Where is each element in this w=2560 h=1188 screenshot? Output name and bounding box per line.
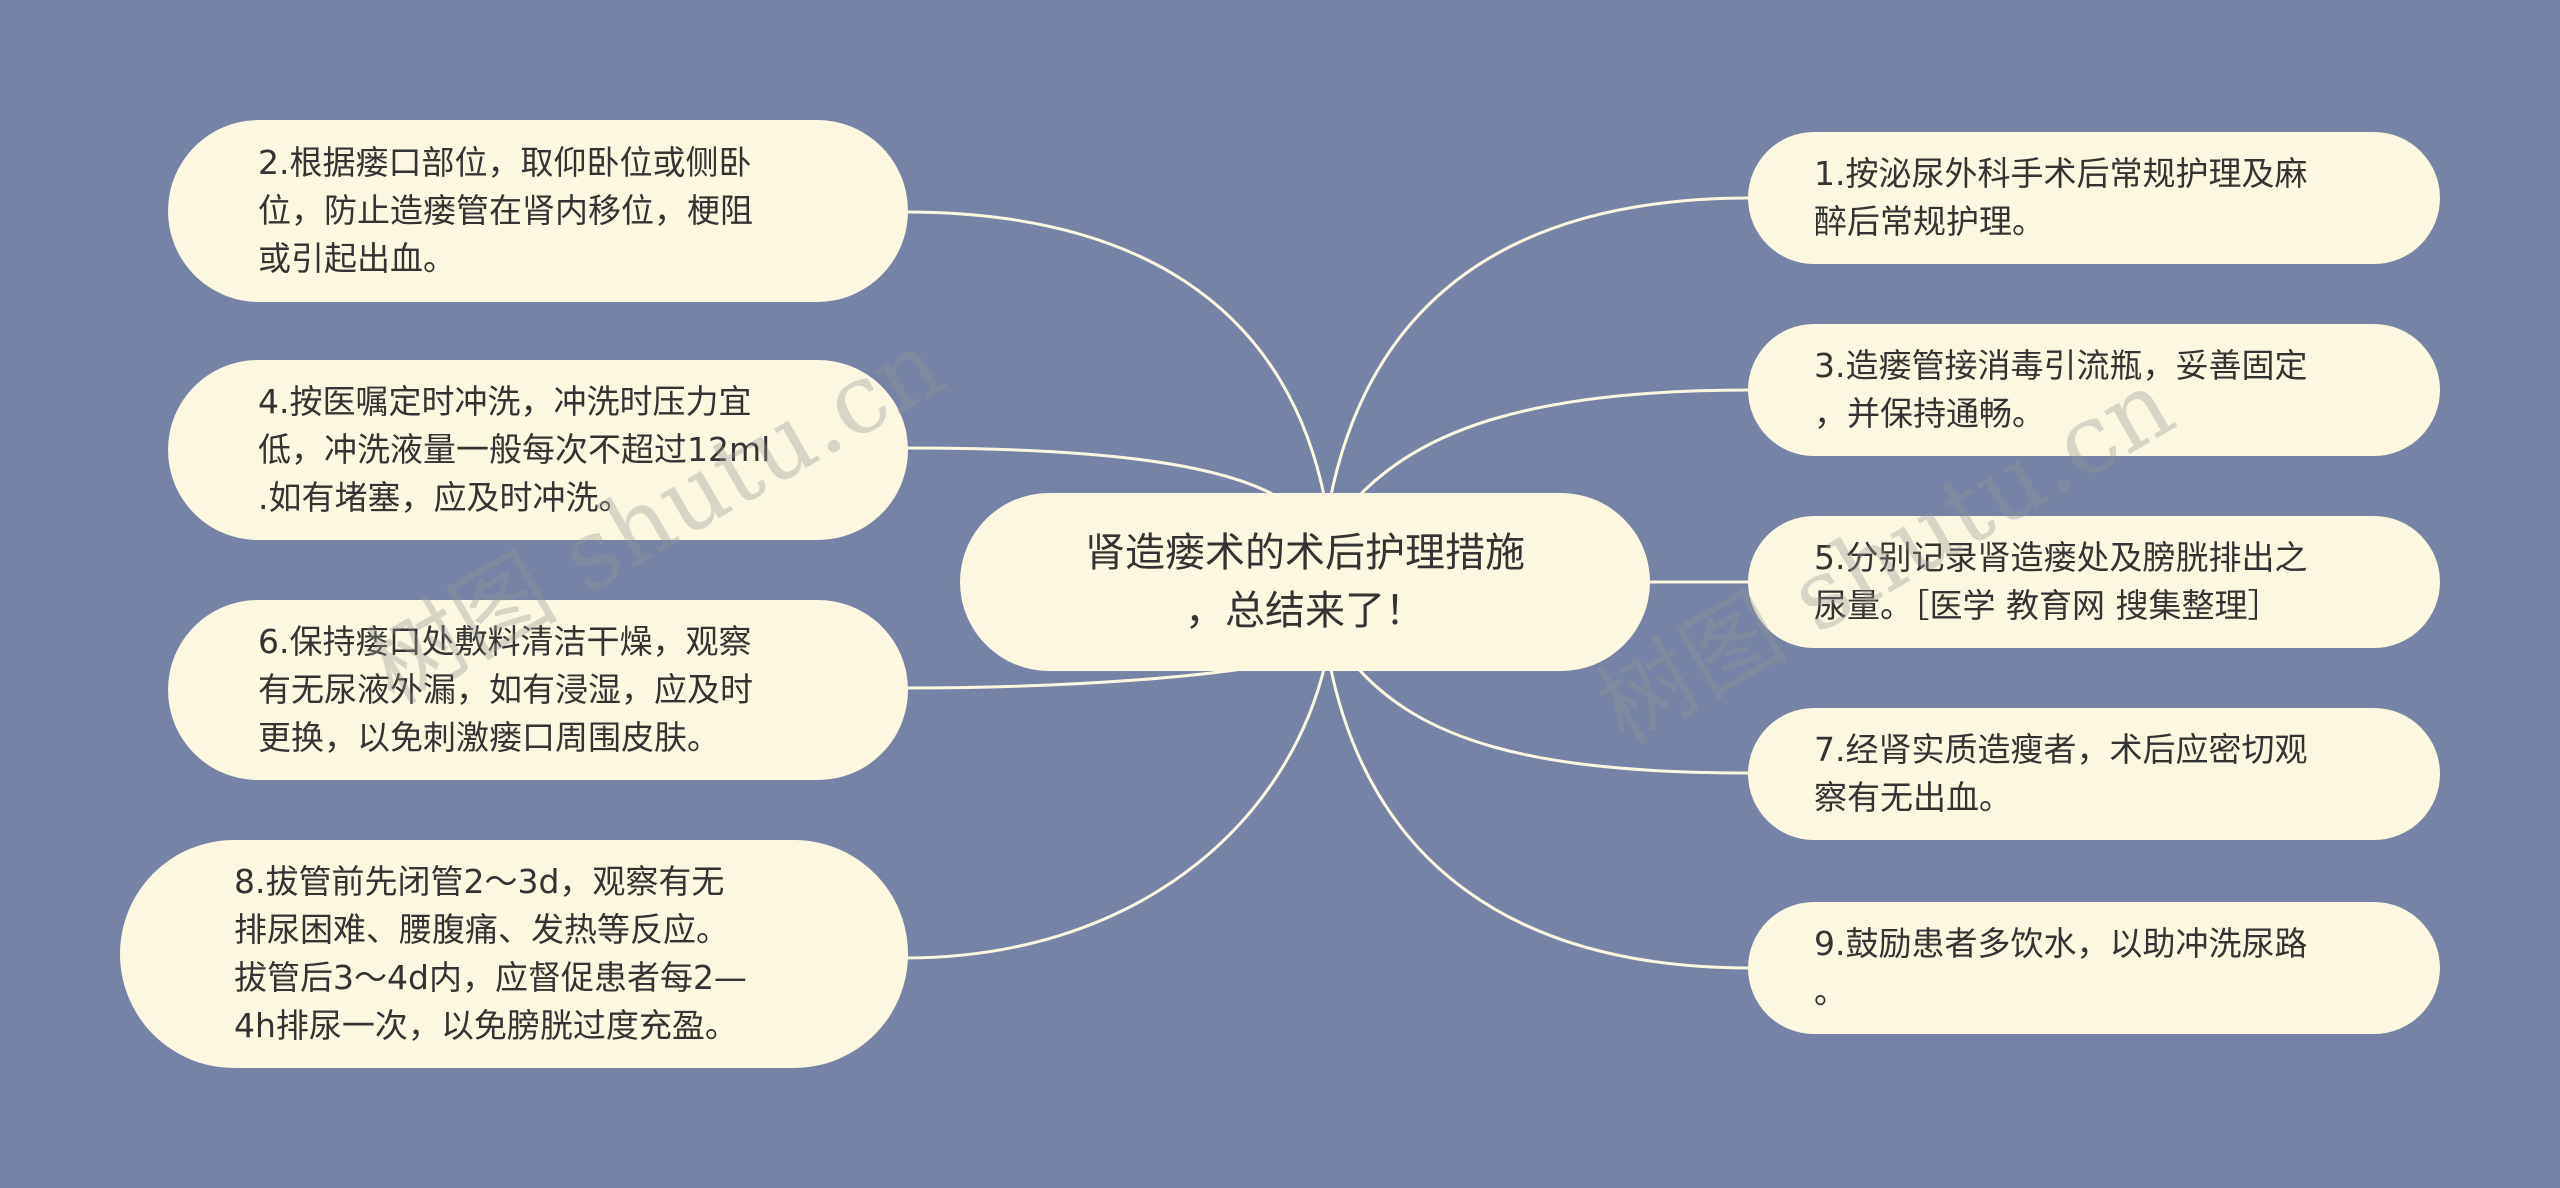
- right-node-1-text: 1.按泌尿外科手术后常规护理及麻 醉后常规护理。: [1814, 154, 2308, 241]
- left-node-3-text: 6.保持瘘口处敷料清洁干燥，观察 有无尿液外漏，如有浸湿，应及时 更换，以免刺激…: [258, 622, 753, 757]
- left-node-2-text: 4.按医嘱定时冲洗，冲洗时压力宜 低，冲洗液量一般每次不超过12ml .如有堵塞…: [258, 382, 771, 517]
- left-node-4-text: 8.拔管前先闭管2～3d，观察有无 排尿困难、腰腹痛、发热等反应。 拔管后3～4…: [234, 862, 747, 1045]
- right-node-4-text: 7.经肾实质造瘦者，术后应密切观 察有无出血。: [1814, 730, 2308, 817]
- left-node-1-text: 2.根据瘘口部位，取仰卧位或侧卧 位，防止造瘘管在肾内移位，梗阻 或引起出血。: [258, 143, 753, 278]
- center-topic[interactable]: 肾造瘘术的术后护理措施 ，总结来了！: [960, 493, 1650, 671]
- right-node-5[interactable]: 9.鼓励患者多饮水，以助冲洗尿路 。: [1748, 902, 2440, 1034]
- left-node-4[interactable]: 8.拔管前先闭管2～3d，观察有无 排尿困难、腰腹痛、发热等反应。 拔管后3～4…: [120, 840, 908, 1068]
- right-node-2[interactable]: 3.造瘘管接消毒引流瓶，妥善固定 ，并保持通畅。: [1748, 324, 2440, 456]
- link-right-5: [1328, 664, 1751, 970]
- link-right-2: [1353, 388, 1751, 502]
- left-node-2[interactable]: 4.按医嘱定时冲洗，冲洗时压力宜 低，冲洗液量一般每次不超过12ml .如有堵塞…: [168, 360, 908, 540]
- left-node-1[interactable]: 2.根据瘘口部位，取仰卧位或侧卧 位，防止造瘘管在肾内移位，梗阻 或引起出血。: [168, 120, 908, 302]
- left-node-3[interactable]: 6.保持瘘口处敷料清洁干燥，观察 有无尿液外漏，如有浸湿，应及时 更换，以免刺激…: [168, 600, 908, 780]
- right-node-3-text: 5.分别记录肾造瘘处及膀胱排出之 尿量。［医学 教育网 搜集整理］: [1814, 538, 2308, 625]
- link-left-2: [904, 446, 1291, 507]
- link-left-4: [904, 664, 1327, 960]
- right-node-3[interactable]: 5.分别记录肾造瘘处及膀胱排出之 尿量。［医学 教育网 搜集整理］: [1748, 516, 2440, 648]
- right-node-2-text: 3.造瘘管接消毒引流瓶，妥善固定 ，并保持通畅。: [1814, 346, 2308, 433]
- center-topic-text: 肾造瘘术的术后护理措施 ，总结来了！: [1085, 530, 1525, 634]
- right-node-1[interactable]: 1.按泌尿外科手术后常规护理及麻 醉后常规护理。: [1748, 132, 2440, 264]
- right-node-5-text: 9.鼓励患者多饮水，以助冲洗尿路 。: [1814, 924, 2308, 1011]
- link-right-4: [1353, 664, 1751, 775]
- right-node-4[interactable]: 7.经肾实质造瘦者，术后应密切观 察有无出血。: [1748, 708, 2440, 840]
- link-right-1: [1328, 196, 1751, 501]
- link-left-1: [904, 210, 1327, 501]
